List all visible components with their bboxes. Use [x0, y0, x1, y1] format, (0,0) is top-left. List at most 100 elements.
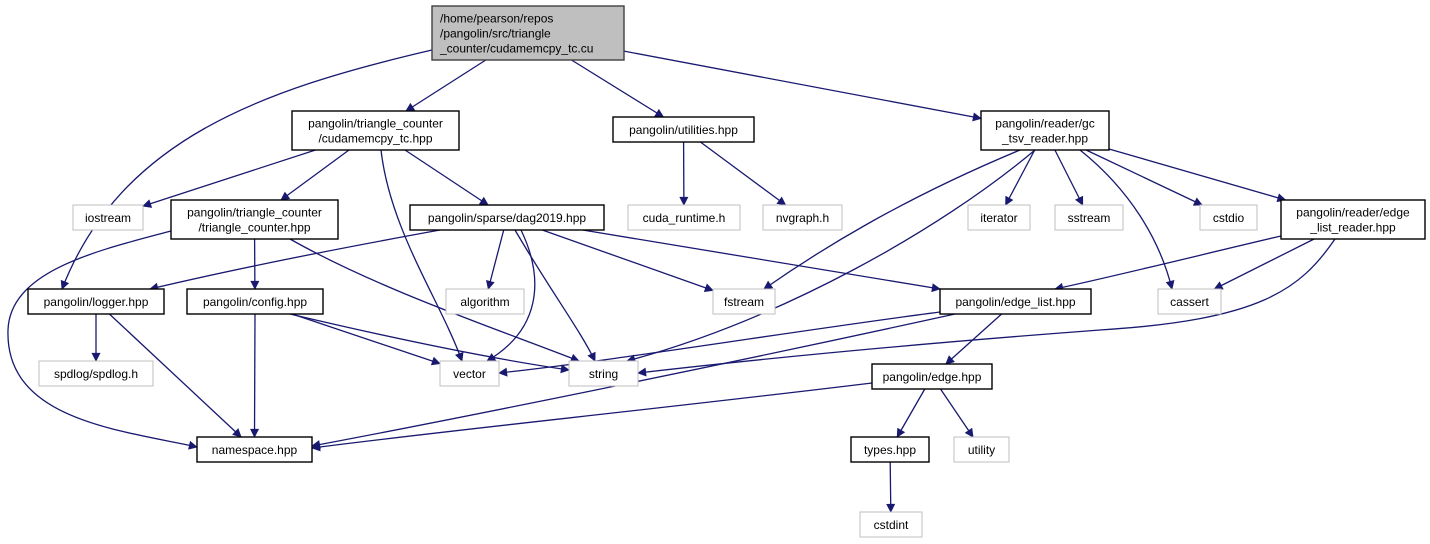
node-box: [1280, 199, 1426, 240]
node-box: [939, 288, 1092, 315]
node-label: string: [589, 367, 618, 381]
edge-dag2019-hpp-to-algorithm: [485, 229, 505, 290]
node-box: [712, 288, 776, 315]
edge-edge-list-hpp-to-namespace-hpp: [311, 313, 956, 449]
edge-triangle-counter-hpp-to-string: [289, 238, 580, 363]
node-label: pangolin/triangle_counter: [308, 117, 443, 131]
node-label: /home/pearson/repos: [440, 12, 553, 26]
node-label: _list_reader.hpp: [1309, 221, 1396, 235]
node-types-hpp[interactable]: types.hpp: [850, 436, 930, 463]
node-box: [568, 360, 639, 387]
node-label: algorithm: [460, 295, 509, 309]
node-label: spdlog/spdlog.h: [54, 367, 138, 381]
node-box: [871, 363, 993, 390]
node-label: namespace.hpp: [212, 443, 298, 457]
node-label: pangolin/edge_list.hpp: [955, 295, 1075, 309]
edge-gc-tsv-reader-hpp-to-cstdio: [1085, 149, 1203, 206]
node-spdlog-h: spdlog/spdlog.h: [38, 360, 154, 387]
edge-gc-tsv-reader-hpp-to-iterator: [1005, 149, 1036, 206]
edge-edge-list-reader-hpp-to-cassert: [1213, 238, 1315, 290]
edge-dag2019-hpp-to-logger-hpp: [149, 229, 441, 292]
node-box: [1199, 204, 1258, 231]
node-box: [1157, 288, 1222, 315]
node-label: types.hpp: [864, 443, 916, 457]
node-string: string: [568, 360, 639, 387]
node-triangle-counter-hpp[interactable]: pangolin/triangle_counter/triangle_count…: [170, 199, 339, 240]
node-box: [612, 116, 755, 143]
edge-utilities-hpp-to-nvgraph-h: [700, 141, 787, 206]
edge-config-hpp-to-vector: [291, 313, 441, 366]
node-label: /cudamemcpy_tc.hpp: [318, 132, 432, 146]
edge-gc-tsv-reader-hpp-to-fstream: [763, 149, 1021, 290]
node-label: pangolin/edge.hpp: [883, 370, 982, 384]
node-iostream: iostream: [72, 204, 144, 231]
node-label: iterator: [980, 211, 1017, 225]
nodes-layer: /home/pearson/repos/pangolin/src/triangl…: [27, 5, 1426, 538]
node-root[interactable]: /home/pearson/repos/pangolin/src/triangl…: [431, 5, 625, 61]
node-utilities-hpp[interactable]: pangolin/utilities.hpp: [612, 116, 755, 143]
node-box: [967, 204, 1031, 231]
edge-root-to-cudamemcpy-tc-hpp: [405, 59, 487, 112]
node-cassert: cassert: [1157, 288, 1222, 315]
node-box: [850, 436, 930, 463]
edge-edge-hpp-to-utility: [939, 388, 974, 438]
edges-layer: [7, 49, 1336, 513]
node-box: [1054, 204, 1124, 231]
node-label: cstdint: [874, 518, 909, 532]
edge-edge-list-reader-hpp-to-edge-list-hpp: [1054, 235, 1282, 292]
node-label: fstream: [724, 295, 764, 309]
node-label: cuda_runtime.h: [643, 211, 726, 225]
node-utility: utility: [953, 436, 1010, 463]
node-box: [409, 204, 605, 231]
edge-cudamemcpy-tc-hpp-to-triangle-counter-hpp: [280, 149, 350, 201]
edge-edge-list-reader-hpp-to-string: [637, 238, 1336, 377]
node-gc-tsv-reader-hpp[interactable]: pangolin/reader/gc_tsv_reader.hpp: [980, 110, 1110, 151]
edge-edge-list-hpp-to-edge-hpp: [945, 313, 1003, 365]
edge-gc-tsv-reader-hpp-to-edge-list-reader-hpp: [1108, 148, 1287, 203]
node-box: [186, 288, 324, 315]
node-label: pangolin/reader/edge: [1296, 206, 1410, 220]
edge-gc-tsv-reader-hpp-to-sstream: [1054, 149, 1084, 206]
node-label: cassert: [1170, 295, 1209, 309]
node-edge-hpp[interactable]: pangolin/edge.hpp: [871, 363, 993, 390]
edge-edge-list-hpp-to-vector: [498, 311, 941, 377]
node-logger-hpp[interactable]: pangolin/logger.hpp: [27, 288, 165, 315]
node-box: [291, 110, 460, 151]
node-cstdint: cstdint: [859, 511, 923, 538]
node-label: /pangolin/src/triangle: [440, 27, 551, 41]
edge-config-hpp-to-namespace-hpp: [250, 313, 260, 438]
node-edge-list-hpp[interactable]: pangolin/edge_list.hpp: [939, 288, 1092, 315]
edge-dag2019-hpp-to-vector: [486, 229, 536, 362]
node-cudamemcpy-tc-hpp[interactable]: pangolin/triangle_counter/cudamemcpy_tc.…: [291, 110, 460, 151]
node-label: utility: [968, 443, 995, 457]
node-edge-list-reader-hpp[interactable]: pangolin/reader/edge_list_reader.hpp: [1280, 199, 1426, 240]
edge-cudamemcpy-tc-hpp-to-iostream: [142, 149, 316, 208]
node-sstream: sstream: [1054, 204, 1124, 231]
node-box: [980, 110, 1110, 151]
node-box: [38, 360, 154, 387]
edge-dag2019-hpp-to-fstream: [542, 229, 714, 293]
edge-gc-tsv-reader-hpp-to-string: [626, 149, 1036, 364]
node-namespace-hpp[interactable]: namespace.hpp: [196, 436, 313, 463]
edge-dag2019-hpp-to-edge-list-hpp: [582, 229, 941, 293]
node-box: [27, 288, 165, 315]
node-label: pangolin/sparse/dag2019.hpp: [428, 211, 586, 225]
node-box: [170, 199, 339, 240]
node-dag2019-hpp[interactable]: pangolin/sparse/dag2019.hpp: [409, 204, 605, 231]
node-box: [762, 204, 843, 231]
edge-edge-hpp-to-namespace-hpp: [311, 382, 873, 452]
node-iterator: iterator: [967, 204, 1031, 231]
node-label: sstream: [1068, 211, 1111, 225]
edge-cudamemcpy-tc-hpp-to-vector: [380, 149, 464, 362]
node-cuda-runtime-h: cuda_runtime.h: [627, 204, 741, 231]
node-config-hpp[interactable]: pangolin/config.hpp: [186, 288, 324, 315]
edge-root-to-utilities-hpp: [571, 59, 665, 118]
node-box: [72, 204, 144, 231]
node-label: vector: [453, 367, 486, 381]
node-cstdio: cstdio: [1199, 204, 1258, 231]
node-label: _tsv_reader.hpp: [1001, 132, 1088, 146]
node-label: _counter/cudamemcpy_tc.cu: [439, 42, 593, 56]
edge-gc-tsv-reader-hpp-to-cassert: [1079, 149, 1175, 290]
node-box: [953, 436, 1010, 463]
